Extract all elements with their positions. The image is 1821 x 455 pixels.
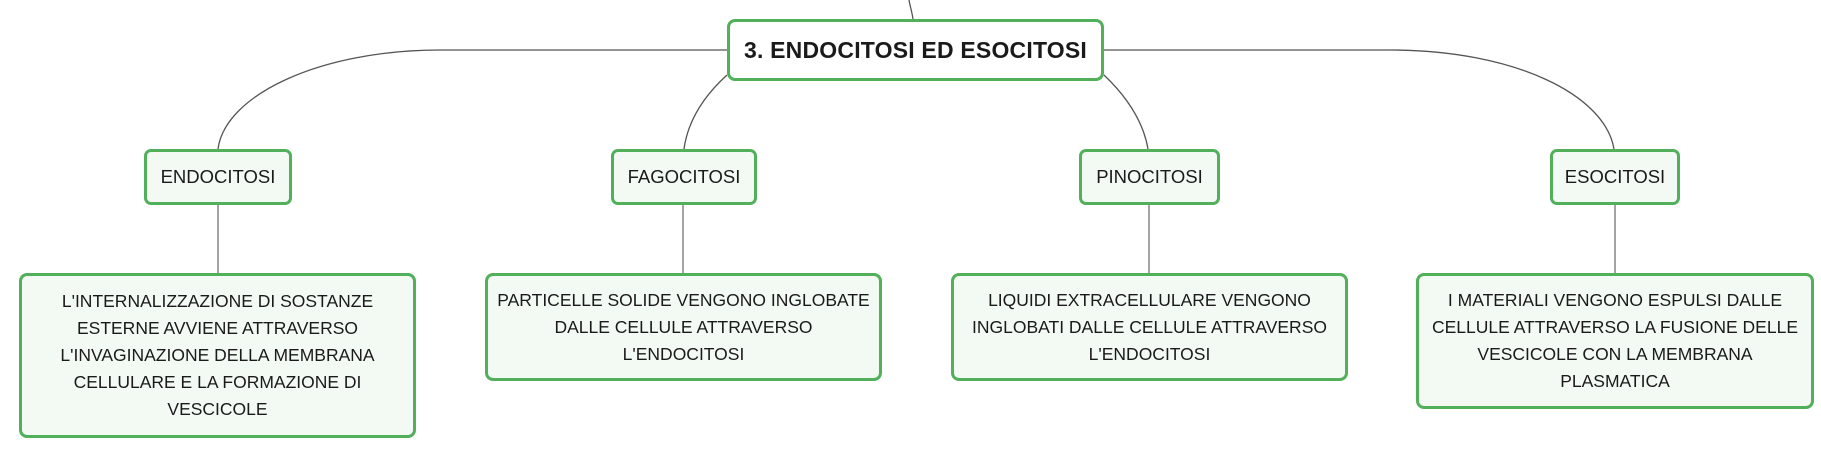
root-node[interactable]: 3. ENDOCITOSI ED ESOCITOSI (727, 19, 1104, 81)
detail-node-text: L'INTERNALIZZAZIONE DI SOSTANZE ESTERNE … (60, 291, 375, 419)
connector-parent-to-root (908, 0, 914, 20)
connector-root-to-endocitosi (217, 49, 727, 150)
topic-node-label: ESOCITOSI (1564, 166, 1666, 187)
detail-node-fagocitosi[interactable]: PARTICELLE SOLIDE VENGONO INGLOBATE DALL… (485, 273, 882, 381)
topic-node-esocitosi[interactable]: ESOCITOSI (1550, 149, 1680, 205)
topic-node-pinocitosi[interactable]: PINOCITOSI (1079, 149, 1220, 205)
detail-node-text: PARTICELLE SOLIDE VENGONO INGLOBATE DALL… (497, 289, 870, 364)
detail-node-pinocitosi[interactable]: LIQUIDI EXTRACELLULARE VENGONO INGLOBATI… (951, 273, 1348, 381)
detail-node-text: LIQUIDI EXTRACELLULARE VENGONO INGLOBATI… (972, 289, 1327, 364)
topic-node-label: ENDOCITOSI (160, 166, 276, 187)
topic-node-label: FAGOCITOSI (627, 166, 741, 187)
detail-node-esocitosi[interactable]: I MATERIALI VENGONO ESPULSI DALLE CELLUL… (1416, 273, 1814, 409)
connector-root-to-pinocitosi (1103, 74, 1149, 150)
root-node-label: 3. ENDOCITOSI ED ESOCITOSI (743, 36, 1088, 63)
connector-root-to-fagocitosi (683, 74, 728, 150)
connector-root-to-esocitosi (1104, 49, 1615, 150)
detail-node-endocitosi[interactable]: L'INTERNALIZZAZIONE DI SOSTANZE ESTERNE … (19, 273, 416, 438)
topic-node-label: PINOCITOSI (1096, 166, 1203, 187)
topic-node-fagocitosi[interactable]: FAGOCITOSI (611, 149, 757, 205)
topic-node-endocitosi[interactable]: ENDOCITOSI (144, 149, 292, 205)
detail-node-text: I MATERIALI VENGONO ESPULSI DALLE CELLUL… (1431, 290, 1798, 391)
